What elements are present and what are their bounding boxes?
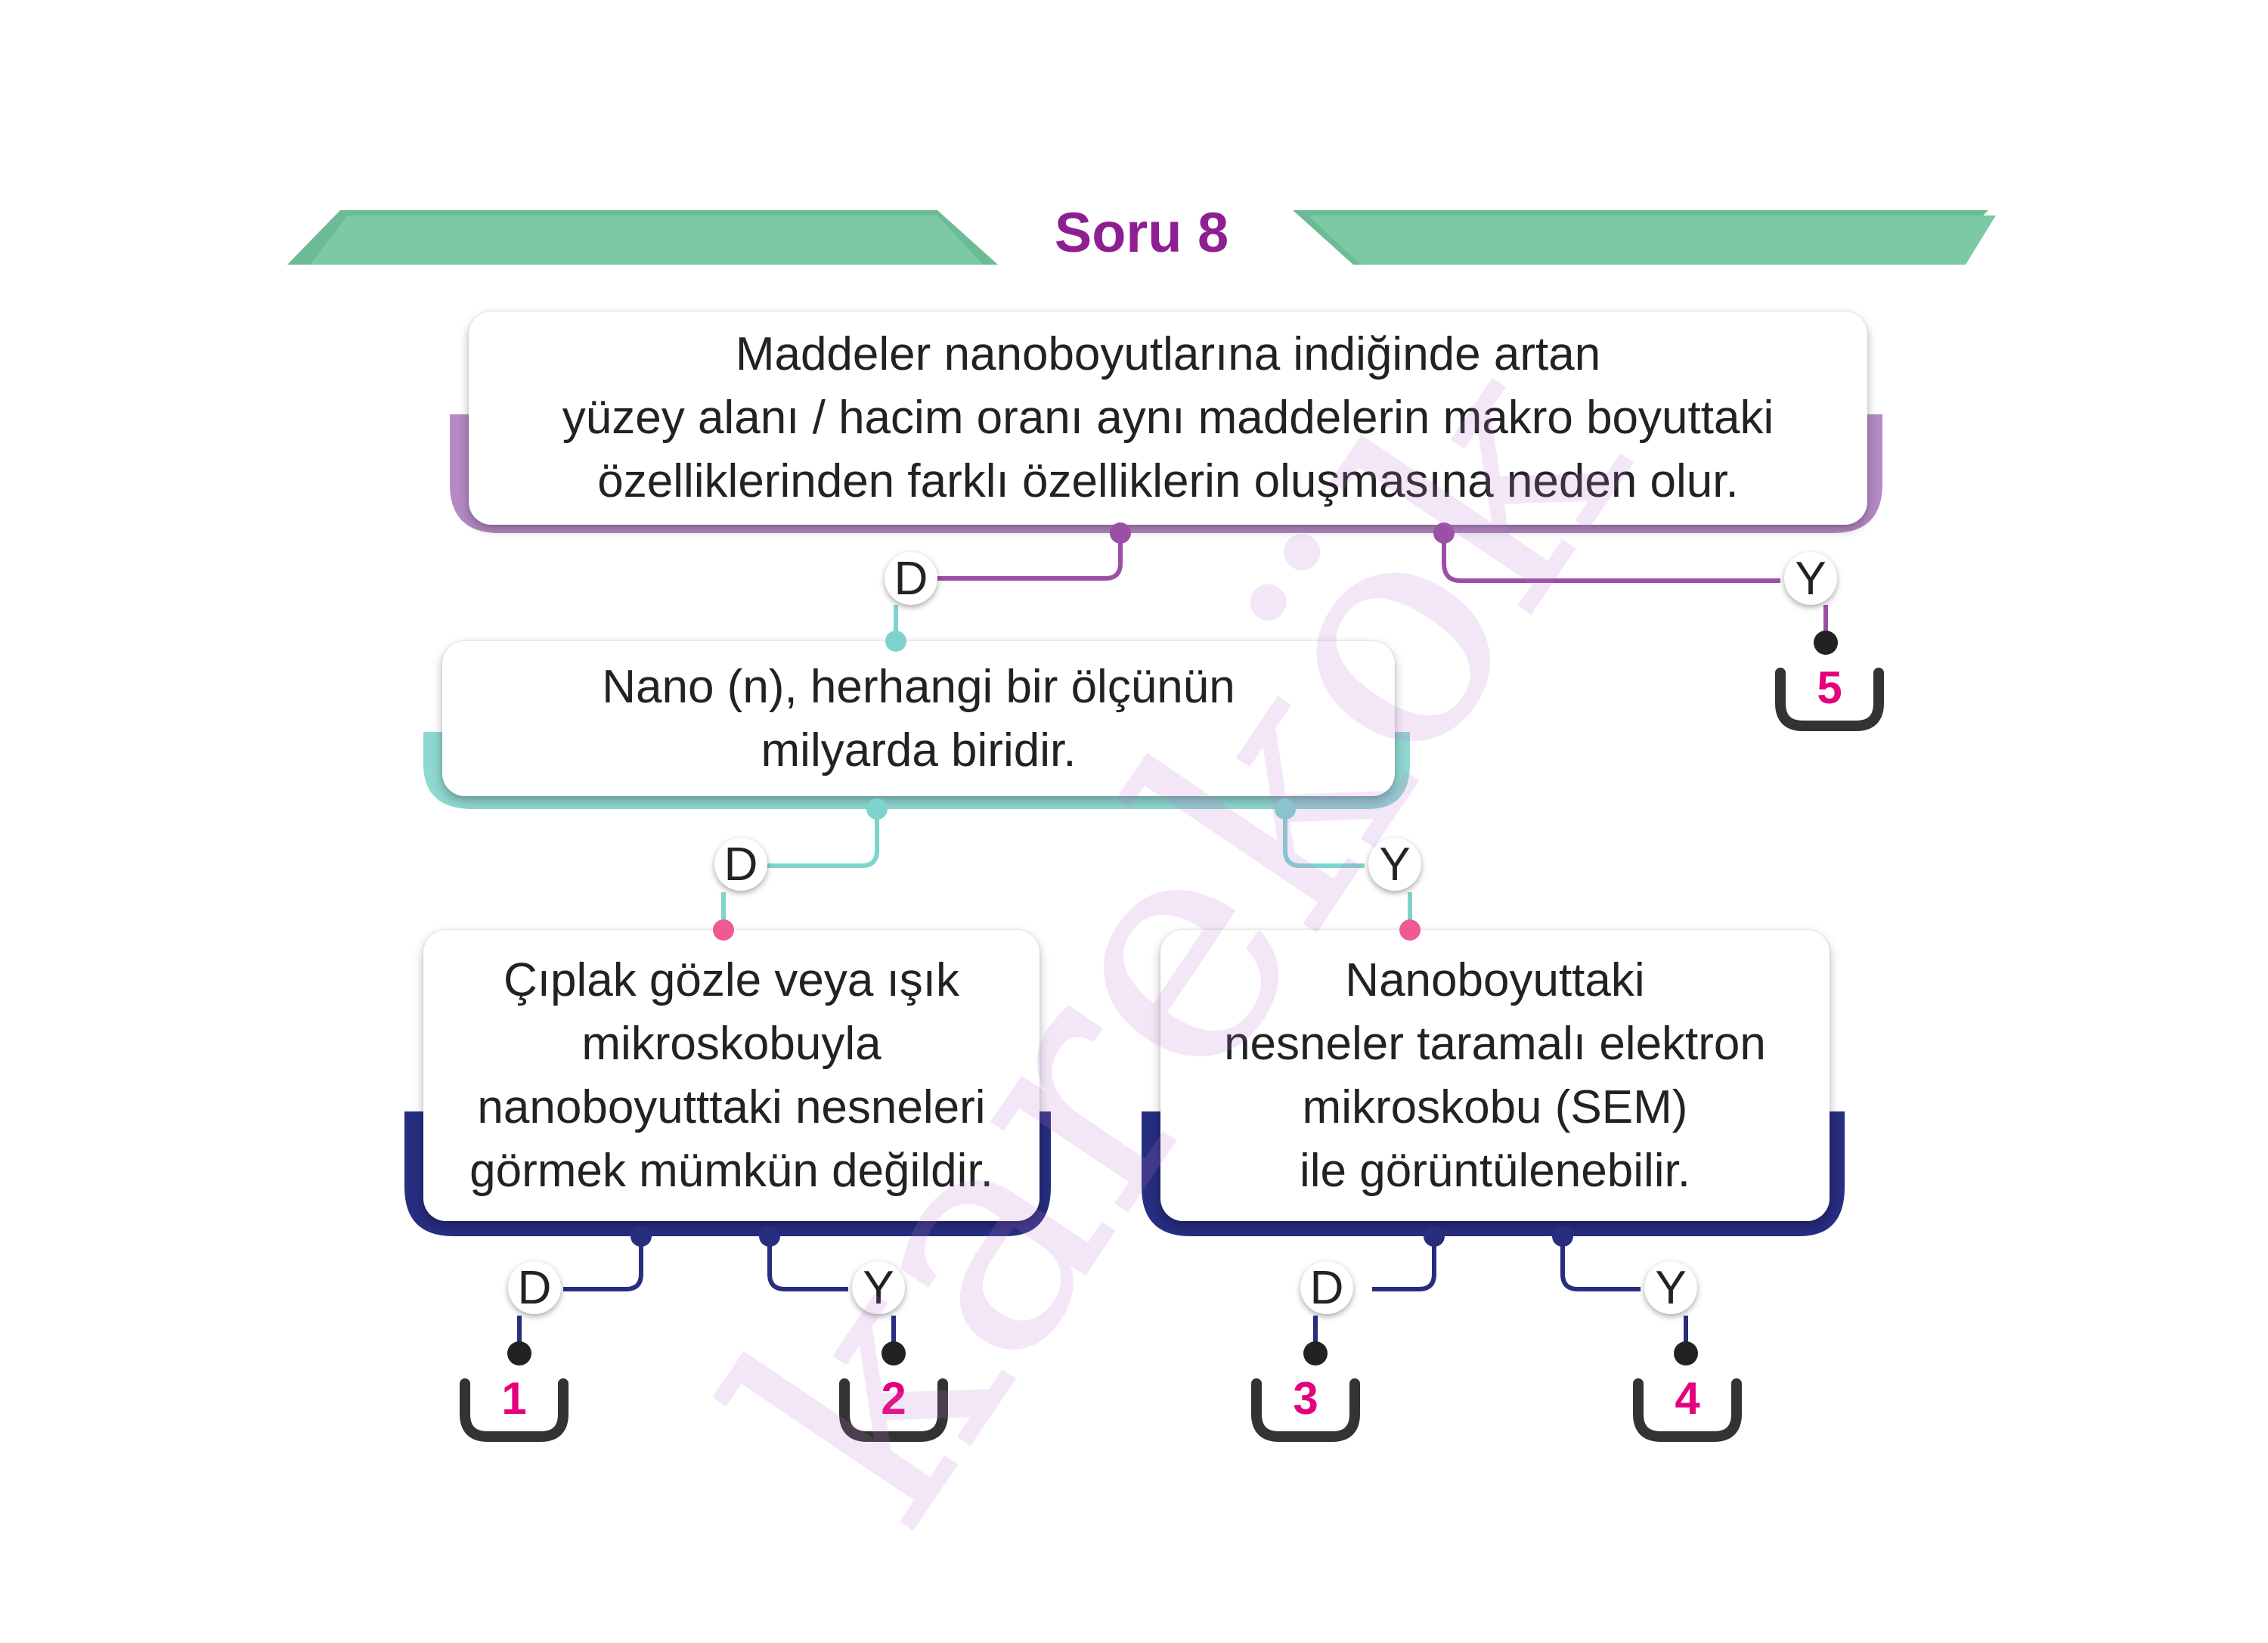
badge-true-q4: D	[1300, 1261, 1353, 1314]
statement-1: Maddeler nanoboyutlarına indiğinde artan…	[469, 312, 1867, 525]
outcome-5: 5	[1817, 662, 1842, 713]
outcome-4: 4	[1675, 1373, 1700, 1424]
connector-q3-true	[507, 1226, 652, 1366]
connector-q2-true	[713, 798, 888, 941]
badge-false-q4: Y	[1644, 1261, 1697, 1314]
badge-true-q2: D	[714, 838, 767, 891]
connector-q1-true	[885, 522, 1131, 652]
banner-right	[1293, 210, 1996, 265]
badge-true-q3: D	[508, 1261, 561, 1314]
outcome-brackets	[460, 668, 1884, 1442]
bracket-5	[1775, 668, 1884, 731]
statement-3: Çıplak gözle veya ışık mikroskobuyla nan…	[423, 930, 1040, 1221]
connector-q1-false	[1433, 522, 1838, 655]
badge-false-q3: Y	[852, 1261, 905, 1314]
outcome-3: 3	[1293, 1373, 1318, 1424]
badge-false-q1: Y	[1784, 552, 1837, 605]
statement-4: Nanoboyuttaki nesneler taramalı elektron…	[1160, 930, 1830, 1221]
statement-2: Nano (n), herhangi bir ölçünün milyarda …	[442, 641, 1395, 796]
banner-left	[287, 210, 998, 265]
connector-q2-false	[1275, 798, 1421, 941]
connector-q4-false	[1552, 1226, 1698, 1366]
outcome-1: 1	[501, 1373, 527, 1424]
bracket-2	[839, 1378, 948, 1442]
bracket-1	[460, 1378, 569, 1442]
badge-false-q2: Y	[1368, 838, 1421, 891]
connector-q3-false	[759, 1226, 906, 1366]
bracket-3	[1251, 1378, 1360, 1442]
connector-q4-true	[1303, 1226, 1445, 1366]
page-title: Soru 8	[1054, 201, 1229, 264]
badge-true-q1: D	[885, 552, 937, 605]
outcome-2: 2	[881, 1373, 906, 1424]
bracket-4	[1633, 1378, 1742, 1442]
